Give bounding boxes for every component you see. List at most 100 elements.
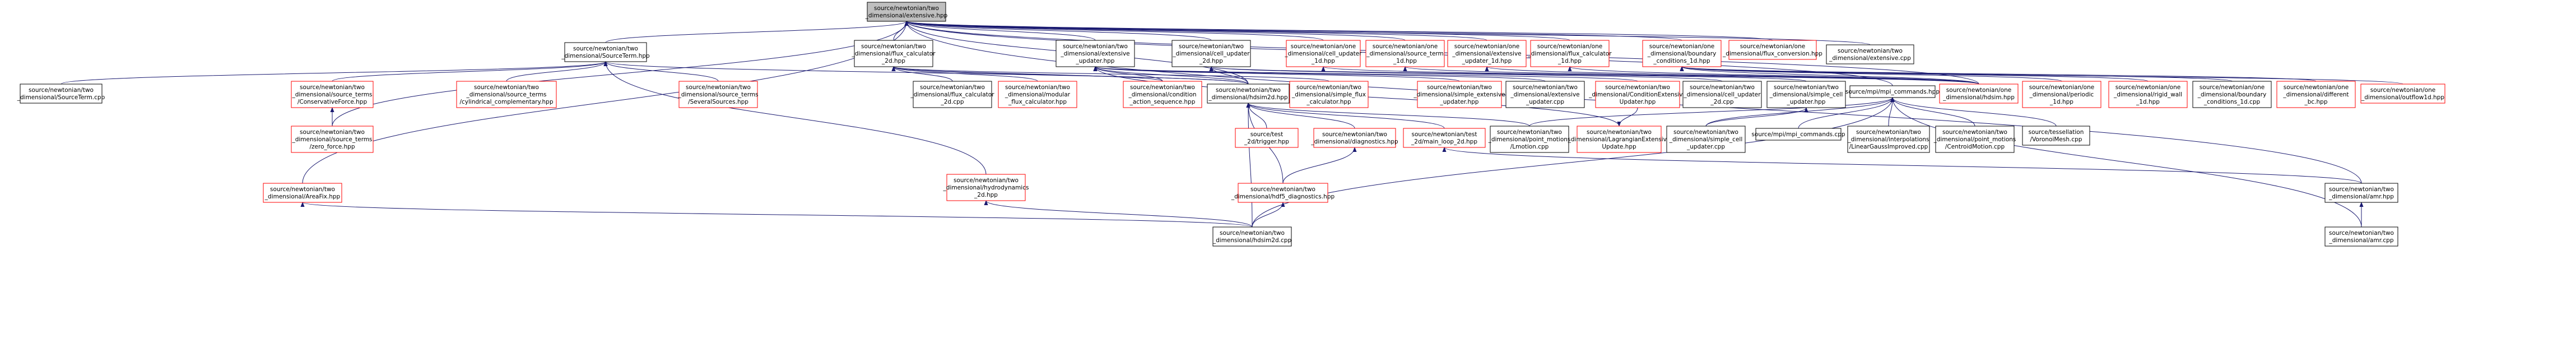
node-lagrangian-ext[interactable]: source/newtonian/two_dimensional/Lagrang… <box>1568 126 1671 153</box>
node-amr-cpp[interactable]: source/newtonian/two_dimensional/amr.cpp <box>2324 226 2398 247</box>
node-ext-updater-hpp[interactable]: source/newtonian/two_dimensional/extensi… <box>1055 40 1135 67</box>
node-label-line: _dimensional/cell_updater <box>1284 50 1362 57</box>
node-lin-gauss[interactable]: source/newtonian/two_dimensional/interpo… <box>1847 126 1930 153</box>
node-label-line: _dimensional/amr.cpp <box>2329 237 2394 244</box>
node-label-line: /LinearGaussImproved.cpp <box>1849 143 1928 150</box>
edge-hdsim2d_cpp-to-area_fix <box>301 202 1253 228</box>
node-box <box>1530 40 1610 67</box>
node-label-line: _dimensional/diagnostics.hpp <box>1310 138 1398 145</box>
node-hdsim2d-hpp[interactable]: source/newtonian/two_dimensional/hdsim2d… <box>1207 84 1290 104</box>
node-one-ext-updater[interactable]: source/newtonian/one_dimensional/extensi… <box>1447 40 1527 67</box>
node-test-2d-trigger[interactable]: source/test_2d/trigger.hpp <box>1235 128 1299 148</box>
node-one-boundary[interactable]: source/newtonian/one_dimensional/boundar… <box>1642 40 1722 67</box>
node-centroid-motion[interactable]: source/newtonian/two_dimensional/point_m… <box>1933 126 2016 153</box>
node-label-line: source/newtonian/two <box>270 186 335 193</box>
node-simple-ext-upd[interactable]: source/newtonian/two_dimensional/simple_… <box>1413 81 1505 108</box>
node-point-motions-lmotion[interactable]: source/newtonian/two_dimensional/point_m… <box>1488 126 1571 153</box>
edge-hdsim2d_hpp-to-flux_calc_2d <box>891 66 1249 85</box>
node-label-line: source/newtonian/test <box>1411 131 1477 138</box>
node-one-periodic[interactable]: source/newtonian/one_dimensional/periodi… <box>2022 81 2101 108</box>
node-diagnostics[interactable]: source/newtonian/two_dimensional/diagnos… <box>1310 128 1398 148</box>
node-label-line: source/newtonian/two <box>2329 186 2394 193</box>
node-label-line: _dimensional/flux_calculator <box>851 50 936 57</box>
node-area-fix[interactable]: source/newtonian/two_dimensional/AreaFix… <box>263 183 342 203</box>
node-box <box>1490 126 1569 153</box>
node-label-line: source/newtonian/two <box>1296 84 1361 91</box>
node-one-rigid-wall[interactable]: source/newtonian/one_dimensional/rigid_w… <box>2108 81 2188 108</box>
node-label-line: /SeveralSources.hpp <box>688 99 748 105</box>
node-hdsim2d-cpp[interactable]: source/newtonian/two_dimensional/hdsim2d… <box>1212 226 1292 247</box>
node-label-line: source/newtonian/two <box>861 43 926 50</box>
node-box <box>1313 128 1396 148</box>
node-voronoi-mesh[interactable]: source/tessellation/VoronoiMesh.cpp <box>2022 126 2090 146</box>
edge-simple_cell_upd_cpp-to-mpi_commands_hpp <box>1705 97 1895 127</box>
node-box <box>263 183 342 203</box>
node-cell-upd-2d-cpp[interactable]: source/newtonian/two_dimensional/cell_up… <box>1682 81 1762 108</box>
node-label-line: source/newtonian/two <box>1130 84 1195 91</box>
node-flux-calc-2d[interactable]: source/newtonian/two_dimensional/flux_ca… <box>851 40 936 67</box>
node-flux-calc-2d-cpp[interactable]: source/newtonian/two_dimensional/flux_ca… <box>910 81 994 108</box>
node-label-line: _2d.hpp <box>881 58 905 64</box>
node-one-outflow[interactable]: source/newtonian/one_dimensional/outflow… <box>2360 84 2445 104</box>
node-hydrodynamics-2d[interactable]: source/newtonian/two_dimensional/hydrody… <box>943 174 1029 201</box>
node-root[interactable]: source/newtonian/two_dimensional/extensi… <box>865 2 948 22</box>
node-label-line: _updater.cpp <box>1686 143 1725 150</box>
node-simple-cell-upd-cpp[interactable]: source/newtonian/two_dimensional/simple_… <box>1666 126 1746 153</box>
node-label-line: _2d/trigger.hpp <box>1244 138 1289 145</box>
node-box <box>2324 226 2398 247</box>
node-hdf5-diag[interactable]: source/newtonian/two_dimensional/hdf5_di… <box>1231 183 1335 203</box>
node-mpi-commands-hpp[interactable]: source/mpi/mpi_commands.hpp <box>1845 85 1940 98</box>
node-label-line: source/newtonian/one <box>2284 84 2349 91</box>
node-sourceterm-hpp[interactable]: source/newtonian/two_dimensional/SourceT… <box>561 42 650 62</box>
node-zero-force[interactable]: source/newtonian/two_dimensional/source_… <box>291 126 374 153</box>
edge-cond_ext_upd-to-ext_updater_hpp <box>1094 66 1638 82</box>
node-ext-cpp[interactable]: source/newtonian/two_dimensional/extensi… <box>1826 44 1914 64</box>
node-label-line: _dimensional/point_motions <box>1933 136 2016 143</box>
node-label-line: _2d.cpp <box>1710 99 1733 105</box>
node-label-line: _dimensional/hydrodynamics <box>943 184 1029 191</box>
node-label-line: source/newtonian/two <box>954 177 1019 184</box>
node-one-flux-conv[interactable]: source/newtonian/one_dimensional/flux_co… <box>1722 40 1822 60</box>
node-box <box>1935 126 2015 153</box>
node-label-line: source/newtonian/one <box>2370 87 2435 94</box>
node-one-hdsim[interactable]: source/newtonian/one_dimensional/hdsim.h… <box>1939 84 2019 104</box>
node-cyl-compl[interactable]: source/newtonian/two_dimensional/source_… <box>456 81 557 108</box>
node-label-line: _2d.hpp <box>1199 58 1223 64</box>
node-box <box>1505 81 1585 108</box>
node-label-line: source/newtonian/one <box>1537 43 1602 50</box>
edge-ext_upd_cpp-to-ext_updater_hpp <box>1093 66 1546 82</box>
node-one-source-term[interactable]: source/newtonian/one_dimensional/source_… <box>1365 40 1445 67</box>
node-box <box>2108 81 2188 108</box>
node-label-line: _2d.cpp <box>940 99 964 105</box>
node-one-boundary-cpp[interactable]: source/newtonian/one_dimensional/boundar… <box>2192 81 2272 108</box>
node-label-line: _dimensional/SourceTerm.hpp <box>561 53 650 59</box>
node-main-loop[interactable]: source/newtonian/test_2d/main_loop_2d.hp… <box>1403 128 1486 148</box>
node-one-different[interactable]: source/newtonian/one_dimensional/differe… <box>2276 81 2356 108</box>
edge-modular_flux-to-flux_calc_2d <box>891 66 1038 82</box>
node-label-line: /cylindrical_complementary.hpp <box>459 99 553 105</box>
node-one-flux-calc[interactable]: source/newtonian/one_dimensional/flux_ca… <box>1527 40 1612 67</box>
edge-one_boundary-to-root <box>905 21 1682 41</box>
node-label-line: source/newtonian/two <box>1179 43 1244 50</box>
node-box <box>1403 128 1486 148</box>
node-sourceterm-cpp[interactable]: source/newtonian/two_dimensional/SourceT… <box>17 84 105 104</box>
node-ext-upd-cpp[interactable]: source/newtonian/two_dimensional/extensi… <box>1505 81 1585 108</box>
node-box <box>678 81 758 108</box>
node-label-line: _1d.hpp <box>2049 99 2073 105</box>
node-cons-force[interactable]: source/newtonian/two_dimensional/source_… <box>291 81 374 108</box>
node-label-line: source/newtonian/two <box>1774 84 1839 91</box>
node-cell-updater-2d[interactable]: source/newtonian/two_dimensional/cell_up… <box>1171 40 1251 67</box>
node-simple-flux[interactable]: source/newtonian/two_dimensional/simple_… <box>1289 81 1369 108</box>
node-amr-hpp[interactable]: source/newtonian/two_dimensional/amr.hpp <box>2324 183 2398 203</box>
node-one-cell-updater[interactable]: source/newtonian/one_dimensional/cell_up… <box>1284 40 1362 67</box>
node-cond-action[interactable]: source/newtonian/two_dimensional/conditi… <box>1123 81 1202 108</box>
node-label-line: _dimensional/ConditionExtensive <box>1588 91 1686 98</box>
node-modular-flux[interactable]: source/newtonian/two_dimensional/modular… <box>998 81 1077 108</box>
edge-diagnostics-to-hdsim2d_hpp <box>1246 103 1355 129</box>
node-mpi-commands-cpp[interactable]: source/mpi/mpi_commands.cpp <box>1751 128 1845 141</box>
node-label-line: source/newtonian/one <box>1740 43 1805 50</box>
node-simple-cell-upd[interactable]: source/newtonian/two_dimensional/simple_… <box>1766 81 1846 108</box>
node-cond-ext-upd[interactable]: source/newtonian/two_dimensional/Conditi… <box>1588 81 1686 108</box>
node-several-sources[interactable]: source/newtonian/two_dimensional/source_… <box>677 81 759 108</box>
